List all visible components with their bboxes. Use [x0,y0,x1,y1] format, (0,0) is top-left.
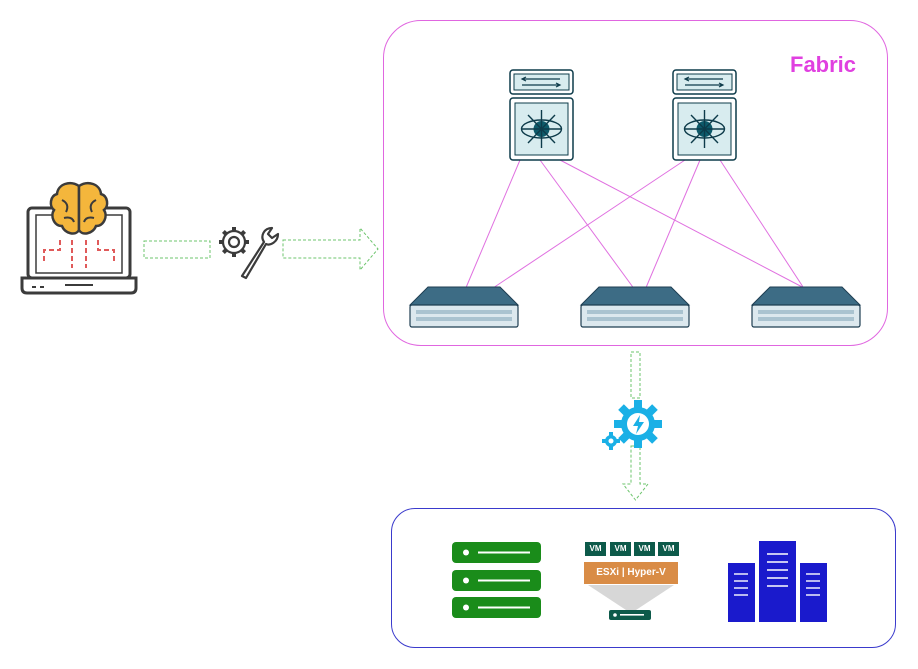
server-towers-icon [728,541,827,622]
compute-container [391,508,896,648]
link [489,159,686,291]
hypervisor-host-icon [588,585,674,620]
hypervisor-label: ESXi | Hyper-V [584,562,678,584]
vm-badge: VM [658,542,679,556]
laptop-brain-icon [20,182,138,295]
spine-switch-icon [672,69,737,161]
fabric-label: Fabric [790,52,857,77]
link [644,159,701,291]
vm-badge: VM [634,542,655,556]
leaf-switch-icon [750,286,862,328]
dashed-arrow [630,351,641,399]
server-stack-icon [452,542,541,618]
fabric-container [383,20,888,346]
link [464,159,521,291]
gear-bolt-icon [602,400,662,450]
link [719,159,806,291]
link [559,159,809,291]
vm-badge: VM [610,542,631,556]
dashed-arrow [282,226,379,272]
spine-switch-icon [509,69,574,161]
dashed-arrow [143,240,211,259]
gear-wrench-icon [219,226,280,280]
leaf-switch-icon [579,286,691,328]
leaf-switch-icon [408,286,520,328]
fabric-links [464,159,809,291]
dashed-arrow [621,445,650,501]
vm-badge: VM [585,542,606,556]
